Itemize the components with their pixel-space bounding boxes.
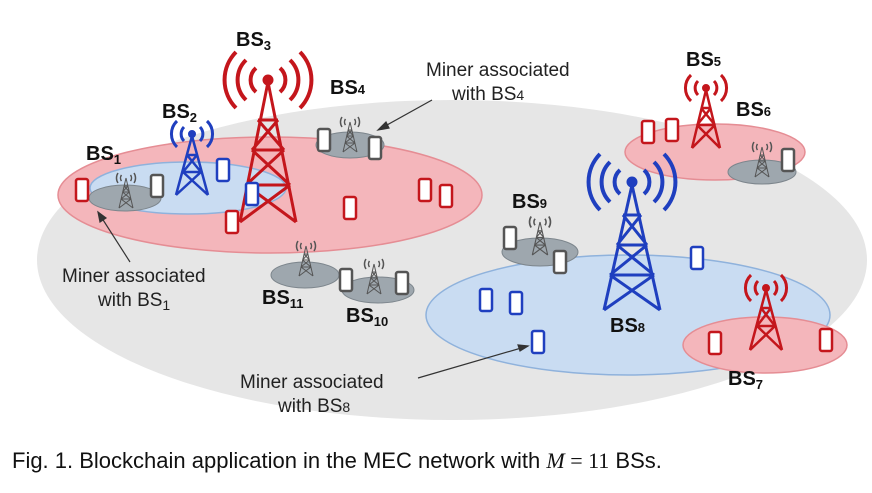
user-phone-icon — [342, 195, 358, 221]
user-phone-icon — [530, 329, 546, 355]
user-phone-icon — [215, 157, 231, 183]
miner-bs8-annotation-line1: Miner associated — [240, 372, 384, 393]
bs11-label: BS11 — [262, 287, 304, 311]
bs10-label: BS10 — [346, 305, 388, 329]
bs7-tower-icon — [744, 273, 788, 351]
bs8-label: BS8 — [610, 315, 645, 337]
bs11-tower-icon — [295, 240, 317, 277]
figure-caption: Fig. 1. Blockchain application in the ME… — [12, 448, 662, 474]
miner-phone-icon — [502, 225, 518, 251]
miner-cluster-bs11 — [270, 261, 340, 289]
annotation-arrows — [97, 99, 530, 379]
user-phone-icon — [689, 245, 705, 271]
caption-math-var: M — [546, 448, 565, 473]
miner-bs8-annotation-line2: with BS8 — [277, 396, 350, 417]
user-phone-icon — [74, 177, 90, 203]
bs9-tower-icon — [528, 216, 552, 256]
bs4-label: BS4 — [330, 77, 366, 99]
bs1-tower-icon — [115, 172, 137, 209]
bs9-label: BS9 — [512, 191, 547, 213]
bs6-tower-icon — [751, 141, 773, 178]
user-phone-icon — [664, 117, 680, 143]
bs6-label: BS6 — [736, 99, 771, 121]
caption-suffix: BSs. — [609, 448, 662, 473]
bs5-tower-icon — [684, 73, 728, 149]
bs10-tower-icon — [363, 258, 385, 295]
user-phone-icon — [438, 183, 454, 209]
bs5-label: BS5 — [686, 49, 721, 71]
bs7-label: BS7 — [728, 368, 763, 392]
bs2-label: BS2 — [162, 101, 197, 125]
bs3-tower-icon — [222, 50, 314, 224]
bs2-tower-icon — [170, 119, 214, 196]
miner-bs1-annotation-line1: Miner associated — [62, 266, 206, 287]
caption-prefix: Fig. 1. Blockchain application in the ME… — [12, 448, 547, 473]
user-phone-icon — [478, 287, 494, 313]
miner-phone-icon — [552, 249, 568, 275]
user-phone-icon — [224, 209, 240, 235]
miner-phone-icon — [338, 267, 354, 293]
bs8-tower-icon — [586, 152, 678, 312]
caption-math-eq: = 11 — [564, 448, 610, 473]
bs4-tower-icon — [339, 116, 361, 153]
user-phone-icon — [707, 330, 723, 356]
miner-phone-icon — [394, 270, 410, 296]
bs3-label: BS3 — [236, 29, 271, 53]
miner-phone-icon — [149, 173, 165, 199]
miner-bs4-annotation-line1: Miner associated — [426, 60, 570, 81]
miner-bs1-annotation-line2: with BS1 — [97, 290, 170, 313]
mec-network-diagram: BS1 BS2 BS3 BS4 BS5 BS6 BS7 BS8 BS9 BS10… — [37, 29, 867, 420]
user-phone-icon — [417, 177, 433, 203]
miner-phone-icon — [316, 127, 332, 153]
miner-bs4-annotation-line2: with BS4 — [451, 84, 524, 105]
user-phone-icon — [508, 290, 524, 316]
bs1-label: BS1 — [86, 143, 121, 167]
user-phone-icon — [244, 181, 260, 207]
user-phone-icon — [640, 119, 656, 145]
user-phone-icon — [818, 327, 834, 353]
miner-phone-icon — [367, 135, 383, 161]
miner-phone-icon — [780, 147, 796, 173]
